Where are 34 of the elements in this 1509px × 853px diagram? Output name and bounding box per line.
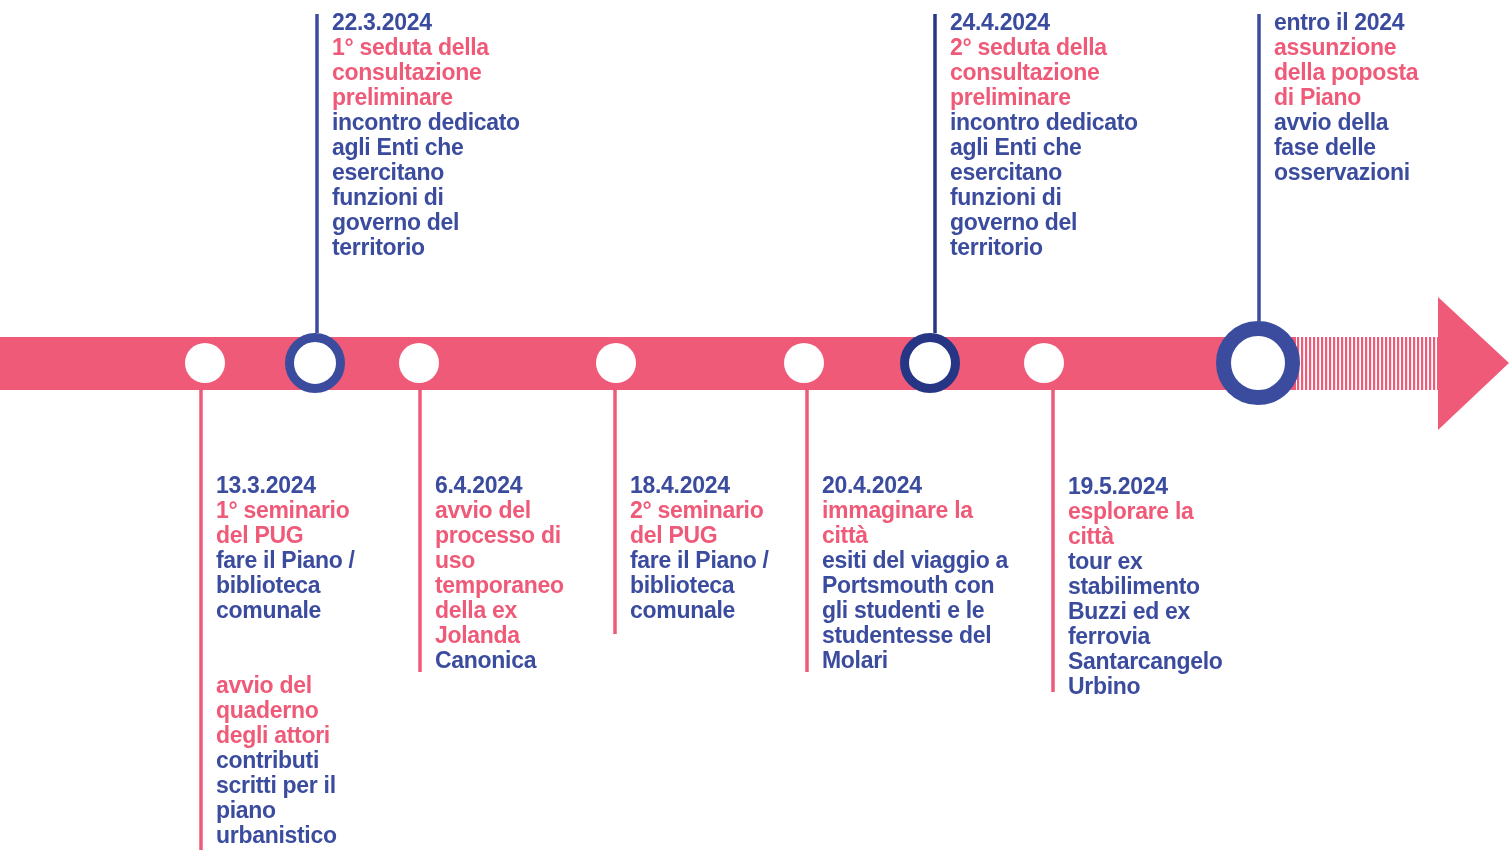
leader-line <box>1257 14 1261 321</box>
event-title: avvio del processo di uso temporaneo della ex Jolanda <box>435 498 565 648</box>
event-title: 2° seduta della consultazione preliminare <box>950 35 1109 110</box>
timeline-marker <box>185 343 225 383</box>
event-description: esiti del viaggio a Portsmouth con gli studenti e le studentesse del Molari <box>822 548 1010 673</box>
event-description: fare il Piano / biblioteca comunale <box>216 548 356 623</box>
date-label: 18.4.2024 <box>630 473 731 498</box>
event-title: assunzione della poposta di Piano <box>1274 35 1420 110</box>
event-description: avvio della fase delle osservazioni <box>1274 110 1411 185</box>
timeline-marker <box>1024 343 1064 383</box>
event-description: incontro dedicato agli Enti che esercitano funzioni di governo del territorio <box>950 110 1139 260</box>
date-label: 6.4.2024 <box>435 473 524 498</box>
event-description: Canonica <box>435 648 538 673</box>
event-description: fare il Piano / biblioteca comunale <box>630 548 770 623</box>
event-title: 1° seduta della consultazione preliminare <box>332 35 491 110</box>
event-description: incontro dedicato agli Enti che esercitano funzioni di governo del territorio <box>332 110 521 260</box>
date-label: 13.3.2024 <box>216 473 317 498</box>
event-title: 1° seminario del PUG <box>216 498 351 548</box>
event-description: contributi scritti per il piano urbanistico <box>216 748 338 848</box>
timeline-marker <box>784 343 824 383</box>
event-description: tour ex stabilimento Buzzi ed ex ferrovia Santarcangelo Urbino <box>1068 549 1224 699</box>
event-title: esplorare la città <box>1068 499 1195 549</box>
date-label: 22.3.2024 <box>332 10 433 35</box>
timeline-marker <box>596 343 636 383</box>
date-label: 24.4.2024 <box>950 10 1051 35</box>
event-title: avvio del quaderno degli attori <box>216 673 331 748</box>
leader-line <box>315 14 319 333</box>
timeline-marker <box>399 343 439 383</box>
event-title: 2° seminario del PUG <box>630 498 765 548</box>
date-label: 20.4.2024 <box>822 473 923 498</box>
event-title: immaginare la città <box>822 498 975 548</box>
date-label: entro il 2024 <box>1274 10 1406 35</box>
date-label: 19.5.2024 <box>1068 474 1169 499</box>
leader-line <box>933 14 937 333</box>
